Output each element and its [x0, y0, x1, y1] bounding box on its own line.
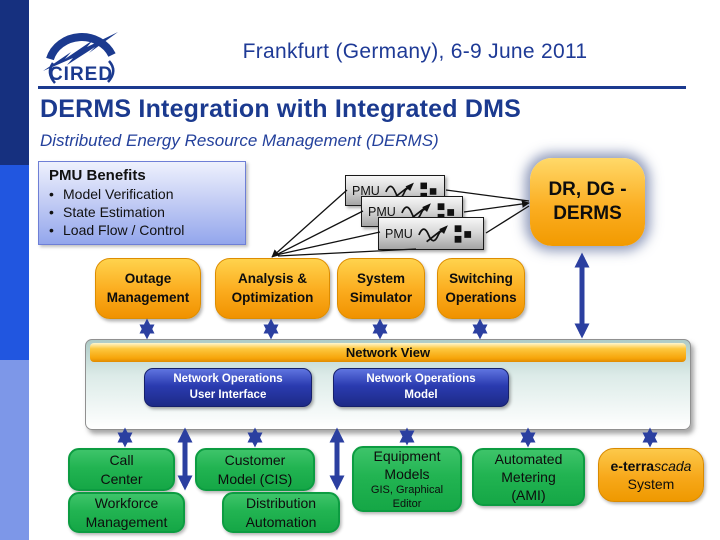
left-edge-bar [0, 0, 29, 540]
eterra-line2: System [627, 476, 675, 492]
network-operations-model-box: Network Operations Model [333, 368, 509, 407]
app-label: System [356, 271, 406, 287]
cired-logo: CIRED [43, 32, 118, 85]
pmu-benefit-text: Load Flow / Control [63, 222, 185, 239]
pmu-device-box: PMU [345, 175, 445, 206]
logo-left-arc [48, 62, 56, 84]
eterra-brand-bold: e-terra [610, 457, 655, 474]
bullet-icon: • [49, 222, 54, 239]
app-label: Switching [449, 271, 513, 287]
pmu-device-box: PMU [378, 217, 484, 250]
app-label: Management [106, 289, 190, 305]
eterra-brand-italic: scada [654, 457, 692, 474]
sys-label: Distribution [245, 495, 317, 512]
customer-model-cis-box: Customer Model (CIS) [195, 448, 315, 491]
logo-dome-arc [46, 33, 116, 61]
sys-label: Management [85, 513, 168, 530]
pmu-label: PMU [368, 204, 396, 219]
page-title: DERMS Integration with Integrated DMS [40, 95, 522, 123]
sys-label: Workforce [94, 495, 159, 512]
app-label: Operations [445, 289, 517, 305]
pmu-label: PMU [352, 183, 380, 198]
ops-label: Network Operations [366, 372, 476, 385]
network-view-title: Network View [345, 345, 431, 360]
eterra-scada-system-box: e-terrascada System [598, 448, 704, 502]
ops-label: Model [404, 388, 438, 401]
sys-label: (AMI) [511, 487, 546, 504]
sys-label: Automation [245, 513, 317, 530]
waveform-phasor-icon [384, 182, 437, 199]
outage-management-box: Outage Management [95, 258, 201, 319]
left-bar-royal-segment [0, 165, 29, 360]
pmu-benefit-item: • State Estimation [49, 203, 235, 221]
left-bar-navy-segment [0, 0, 29, 165]
system-simulator-box: System Simulator [337, 258, 425, 319]
equipment-models-box: Equipment Models GIS, Graphical Editor [352, 446, 462, 512]
page-subtitle: Distributed Energy Resource Management (… [40, 131, 439, 150]
derms-line: DR, DG - [548, 179, 627, 201]
ops-label: Network Operations [173, 372, 283, 385]
logo-text: CIRED [49, 64, 113, 85]
network-operations-user-interface-box: Network Operations User Interface [144, 368, 312, 407]
sys-label: Center [100, 470, 143, 487]
pmu-benefit-item: • Model Verification [49, 185, 235, 203]
sys-label: Models [384, 465, 430, 482]
pmu-benefit-text: State Estimation [63, 204, 165, 221]
derms-line: DERMS [553, 203, 622, 224]
pmu-label: PMU [385, 226, 413, 241]
logo-right-arc [107, 60, 115, 83]
pmu-benefit-text: Model Verification [63, 186, 174, 202]
sys-label: Metering [501, 468, 556, 485]
dr-dg-derms-box: DR, DG - DERMS [530, 158, 645, 246]
sys-label: Customer [224, 452, 286, 469]
waveform-phasor-icon [417, 224, 471, 243]
pmu-benefits-title: PMU Benefits [49, 167, 146, 184]
distribution-automation-box: Distribution Automation [222, 492, 340, 533]
analysis-optimization-box: Analysis & Optimization [215, 258, 330, 319]
lightning-bolt-icon [43, 32, 118, 71]
sys-label: Call [109, 452, 134, 469]
sys-sublabel: Editor [392, 498, 422, 511]
automated-metering-ami-box: Automated Metering (AMI) [472, 448, 585, 506]
sys-label: Equipment [373, 447, 441, 464]
workforce-management-box: Workforce Management [68, 492, 185, 533]
switching-operations-box: Switching Operations [437, 258, 525, 319]
network-view-bar: Network View [90, 343, 686, 362]
sys-label: Model (CIS) [217, 470, 293, 487]
sys-sublabel: GIS, Graphical [370, 484, 444, 496]
app-label: Optimization [231, 289, 314, 305]
sys-label: Automated [494, 450, 563, 467]
left-bar-light-segment [0, 360, 29, 540]
network-platform-container: Network View Network Operations User Int… [85, 339, 691, 430]
app-label: Analysis & [237, 271, 308, 287]
conference-title: Frankfurt (Germany), 6-9 June 2011 [242, 40, 588, 63]
pmu-benefit-item: • Load Flow / Control [49, 221, 235, 239]
app-label: Simulator [349, 289, 413, 305]
ops-label: User Interface [189, 388, 267, 401]
header-divider [38, 86, 686, 89]
bullet-icon: • [49, 204, 54, 221]
pmu-benefits-box: PMU Benefits • Model Verification • State … [38, 161, 246, 245]
eterra-brand: e-terrascada [611, 457, 692, 475]
app-label: Outage [124, 271, 172, 287]
bullet-icon: • [49, 186, 54, 202]
call-center-box: Call Center [68, 448, 175, 491]
